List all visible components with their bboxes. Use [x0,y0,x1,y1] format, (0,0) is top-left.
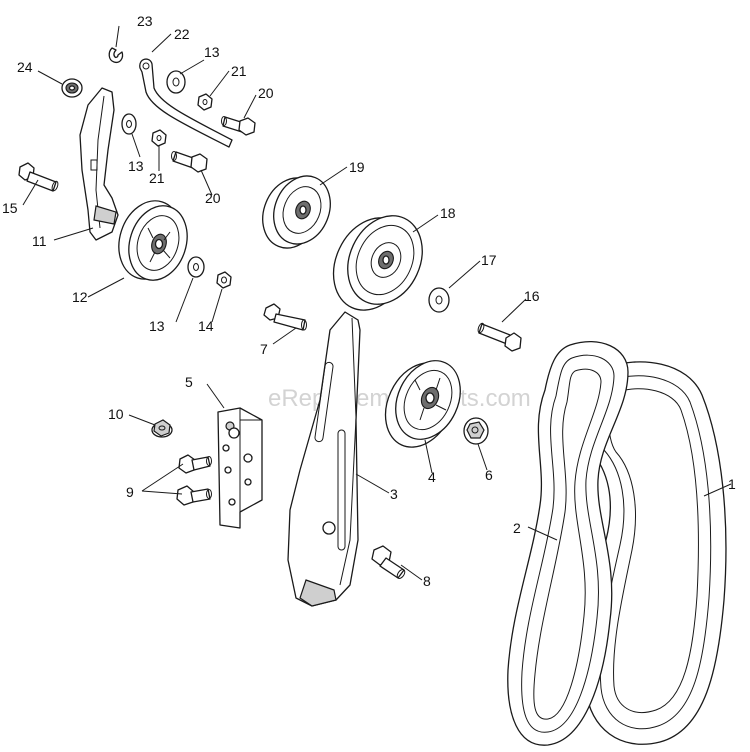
callout-13-top: 13 [204,44,220,60]
callout-16: 16 [524,288,540,304]
washer-part-13-top [166,70,186,94]
washer-part-13-lower [187,256,205,278]
callout-11: 11 [32,233,47,249]
washer-part-24 [61,78,83,98]
callout-12: 12 [72,289,88,305]
callout-3: 3 [390,486,398,502]
bolt-part-7 [263,303,307,331]
callout-9: 9 [126,484,134,500]
bolt-part-9-upper [178,454,212,474]
callout-7: 7 [260,341,268,357]
bolt-part-9-lower [176,485,212,506]
nut-part-21-upper [197,93,213,111]
callout-10: 10 [108,406,124,422]
callout-21-lower: 21 [149,170,165,186]
nut-part-14 [216,271,232,289]
bolt-part-15 [18,162,59,192]
mounting-plate-part-5 [217,407,263,529]
callout-18: 18 [440,205,456,221]
callout-23: 23 [137,13,153,29]
leader-lines [22,25,732,581]
callout-labels: 1 2 3 4 5 6 7 8 9 10 11 12 13 13 13 14 1… [2,13,736,589]
callout-21-upper: 21 [231,63,247,79]
callout-20-upper: 20 [258,85,274,101]
callout-15: 15 [2,200,18,216]
washer-part-17 [428,287,450,313]
nut-part-21-lower [151,129,167,147]
belt-part-1 [578,361,727,745]
idler-arm-bracket-part-3 [287,311,361,607]
callout-20-lower: 20 [205,190,221,206]
bolt-part-8 [371,545,406,579]
bolt-part-16 [477,322,522,352]
pulley-part-19 [262,175,331,249]
bracket-part-11 [79,87,119,241]
washer-part-13-left [121,113,137,135]
callout-22: 22 [174,26,190,42]
belt-part-2 [507,341,629,746]
callout-13-left: 13 [128,158,144,174]
callout-24: 24 [17,59,33,75]
callout-5: 5 [185,374,193,390]
bolt-part-20-upper [221,116,256,136]
callout-19: 19 [349,159,365,175]
callout-13-lower: 13 [149,318,165,334]
callout-8: 8 [423,573,431,589]
callout-4: 4 [428,469,436,485]
idler-pulley-part-18 [332,215,423,311]
callout-17: 17 [481,252,497,268]
idler-pulley-part-12 [118,200,188,281]
rod-part-22 [139,58,233,148]
bolt-part-20-lower [171,151,208,173]
callout-14: 14 [198,318,214,334]
callout-1: 1 [728,476,736,492]
clip-part-23 [108,47,124,64]
nut-part-6 [463,417,489,445]
idler-pulley-part-4 [384,360,461,448]
callout-2: 2 [513,520,521,536]
callout-6: 6 [485,467,493,483]
flange-nut-part-10 [151,419,173,438]
